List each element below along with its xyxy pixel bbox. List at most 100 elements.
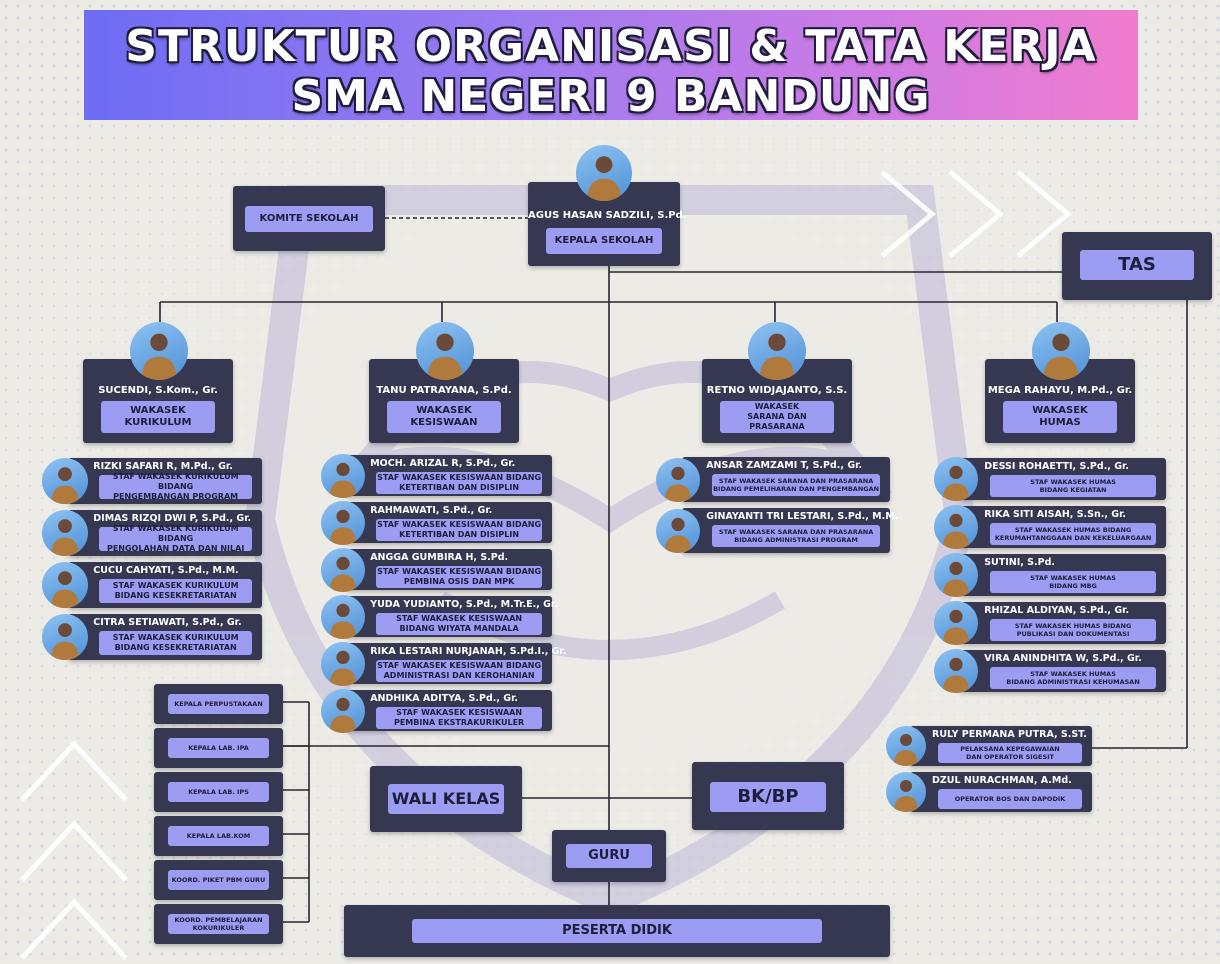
komite-sekolah-box: KOMITE SEKOLAH [233, 186, 385, 251]
staf_humas-box-1: RIKA SITI AISAH, S.Sn., Gr.STAF WAKASEK … [960, 506, 1166, 548]
kepala-unit-box-0: KEPALA PERPUSTAKAAN [154, 684, 283, 724]
staff-role: STAF WAKASEK KESISWAAN PEMBINA EKSTRAKUR… [376, 707, 542, 729]
staf_tas-box-0: RULY PERMANA PUTRA, S.ST.PELAKSANA KEPEG… [910, 726, 1092, 766]
person-icon [942, 513, 970, 549]
staff-name: DESSI ROHAETTI, S.Pd., Gr. [984, 461, 1129, 472]
person-icon [587, 156, 621, 201]
staff-role: OPERATOR BOS DAN DAPODIK [938, 789, 1082, 809]
staff-role: STAF WAKASEK HUMAS BIDANG ADMINISTRASI K… [990, 667, 1156, 689]
avatar-wakasek-2 [748, 322, 806, 380]
staf_kesiswaan-avatar-5 [321, 688, 365, 733]
staff-name: RAHMAWATI, S.Pd., Gr. [370, 505, 493, 516]
kepala-unit-label: KEPALA LAB. IPA [168, 738, 269, 758]
avatar-kepala-sekolah [576, 145, 632, 201]
staf_sarpras-box-1: GINAYANTI TRI LESTARI, S.Pd., M.M.STAF W… [682, 508, 898, 553]
staf_kurikulum-avatar-0 [42, 458, 88, 504]
komite-sekolah-label: KOMITE SEKOLAH [245, 206, 373, 232]
kepala-unit-label: KEPALA PERPUSTAKAAN [168, 694, 269, 714]
staf_kesiswaan-avatar-4 [321, 641, 365, 686]
staff-role: PELAKSANA KEPEGAWAIAN DAN OPERATOR SIGES… [938, 743, 1082, 763]
wakasek-role: WAKASEK KESISWAAN [387, 401, 501, 433]
staf_kesiswaan-box-2: ANGGA GUMBIRA H, S.Pd. STAF WAKASEK KESIS… [346, 549, 552, 590]
staff-name: CUCU CAHYATI, S.Pd., M.M. [93, 565, 239, 576]
staf_kurikulum-box-3: CITRA SETIAWATI, S.Pd., Gr. STAF WAKASEK … [68, 614, 262, 660]
person-icon [759, 333, 795, 380]
wakasek-name: TANU PATRAYANA, S.Pd. [376, 385, 512, 396]
staff-role: STAF WAKASEK SARANA DAN PRASARANA BIDANG… [712, 525, 880, 547]
staff-role: STAF WAKASEK SARANA DAN PRASARANA BIDANG… [712, 474, 880, 496]
staff-role: STAF WAKASEK KURIKULUM BIDANG PENGEMBANG… [99, 472, 252, 501]
staff-role: STAF WAKASEK HUMAS BIDANG PUBLIKASI DAN … [990, 619, 1156, 641]
wakasek-role: WAKASEK KURIKULUM [101, 401, 215, 433]
kepala-unit-box-4: KOORD. PIKET PBM GURU [154, 860, 283, 900]
kepala-unit-label: KEPALA LAB. IPS [168, 782, 269, 802]
staff-name: RIKA LESTARI NURJANAH, S.Pd.I., Gr. [370, 646, 567, 657]
staff-name: ANGGA GUMBIRA H, S.Pd. [370, 552, 509, 563]
staff-role: STAF WAKASEK KURIKULUM BIDANG PENGOLAHAN… [99, 524, 252, 553]
kepala-unit-box-3: KEPALA LAB.KOM [154, 816, 283, 856]
peserta-didik-box: PESERTA DIDIK [344, 905, 890, 957]
bkbp-box: BK/BP [692, 762, 844, 830]
staff-role: STAF WAKASEK KURIKULUM BIDANG KESEKRETAR… [99, 579, 252, 603]
staf_sarpras-avatar-0 [656, 457, 700, 502]
staf_humas-avatar-1 [934, 505, 978, 549]
guru-label: GURU [566, 844, 652, 868]
staf_kurikulum-avatar-2 [42, 562, 88, 608]
staf_tas-avatar-0 [886, 726, 926, 766]
person-icon [942, 465, 970, 501]
staf_tas-avatar-1 [886, 772, 926, 812]
person-icon [329, 697, 357, 733]
staff-name: YUDA YUDIANTO, S.Pd., M.Tr.E., Gr. [370, 599, 558, 610]
staff-role: STAF WAKASEK KURIKULUM BIDANG KESEKRETAR… [99, 631, 252, 655]
staff-name: DZUL NURACHMAN, A.Md. [932, 775, 1072, 786]
kepala-unit-label: KOORD. PIKET PBM GURU [168, 870, 269, 890]
staff-role: STAF WAKASEK KESISWAAN BIDANG ADMINISTRA… [376, 660, 542, 682]
staff-name: RIZKI SAFARI R, M.Pd., Gr. [93, 461, 233, 472]
staf_kurikulum-box-1: DIMAS RIZQI DWI P, S.Pd., Gr.STAF WAKASE… [68, 510, 262, 556]
staf_humas-avatar-4 [934, 649, 978, 693]
staf_tas-box-1: DZUL NURACHMAN, A.Md. OPERATOR BOS DAN DA… [910, 772, 1092, 812]
staff-name: ANSAR ZAMZAMI T, S.Pd., Gr. [706, 460, 863, 471]
wakasek-role: WAKASEK SARANA DAN PRASARANA [720, 401, 834, 433]
person-icon [427, 333, 463, 380]
staf_kesiswaan-box-0: MOCH. ARIZAL R, S.Pd., Gr.STAF WAKASEK K… [346, 455, 552, 496]
staff-role: STAF WAKASEK KESISWAAN BIDANG KETERTIBAN… [376, 519, 542, 541]
staff-name: RHIZAL ALDIYAN, S.Pd., Gr. [984, 605, 1130, 616]
kepala-unit-label: KEPALA LAB.KOM [168, 826, 269, 846]
kepala-unit-label: KOORD. PEMBELAJARAN KOKURIKULER [168, 914, 269, 934]
staf_kurikulum-box-0: RIZKI SAFARI R, M.Pd., Gr.STAF WAKASEK K… [68, 458, 262, 504]
person-icon [329, 650, 357, 686]
tas-box: TAS [1062, 232, 1212, 300]
person-icon [664, 466, 692, 502]
person-icon [329, 509, 357, 545]
staf_kurikulum-avatar-1 [42, 510, 88, 556]
staff-role: STAF WAKASEK KESISWAAN BIDANG WIYATA MAN… [376, 613, 542, 635]
person-icon [51, 623, 79, 660]
staf_humas-box-4: VIRA ANINDHITA W, S.Pd., Gr. STAF WAKASEK… [960, 650, 1166, 692]
kepala-unit-box-2: KEPALA LAB. IPS [154, 772, 283, 812]
staf_kurikulum-avatar-3 [42, 614, 88, 660]
kepala-sekolah-name: AGUS HASAN SADZILI, S.Pd. [528, 210, 687, 221]
staf_kesiswaan-avatar-3 [321, 594, 365, 639]
staf_humas-box-0: DESSI ROHAETTI, S.Pd., Gr.STAF WAKASEK H… [960, 458, 1166, 500]
staf_kurikulum-box-2: CUCU CAHYATI, S.Pd., M.M. STAF WAKASEK KU… [68, 562, 262, 608]
staff-name: RIKA SITI AISAH, S.Sn., Gr. [984, 509, 1127, 520]
guru-box: GURU [552, 830, 666, 882]
staff-role: STAF WAKASEK KESISWAAN BIDANG PEMBINA OS… [376, 566, 542, 588]
person-icon [51, 571, 79, 608]
staf_kesiswaan-box-4: RIKA LESTARI NURJANAH, S.Pd.I., Gr. STAF … [346, 643, 566, 684]
person-icon [1043, 333, 1079, 380]
wakasek-name: SUCENDI, S.Kom., Gr. [98, 385, 218, 396]
person-icon [942, 657, 970, 693]
staf_humas-avatar-2 [934, 553, 978, 597]
staff-name: CITRA SETIAWATI, S.Pd., Gr. [93, 617, 242, 628]
avatar-wakasek-1 [416, 322, 474, 380]
staf_sarpras-box-0: ANSAR ZAMZAMI T, S.Pd., Gr. STAF WAKASEK … [682, 457, 890, 502]
person-icon [329, 603, 357, 639]
staff-name: SUTINI, S.Pd. [984, 557, 1055, 568]
person-icon [894, 780, 918, 812]
kepala-sekolah-role: KEPALA SEKOLAH [546, 228, 662, 254]
staff-name: VIRA ANINDHITA W, S.Pd., Gr. [984, 653, 1142, 664]
